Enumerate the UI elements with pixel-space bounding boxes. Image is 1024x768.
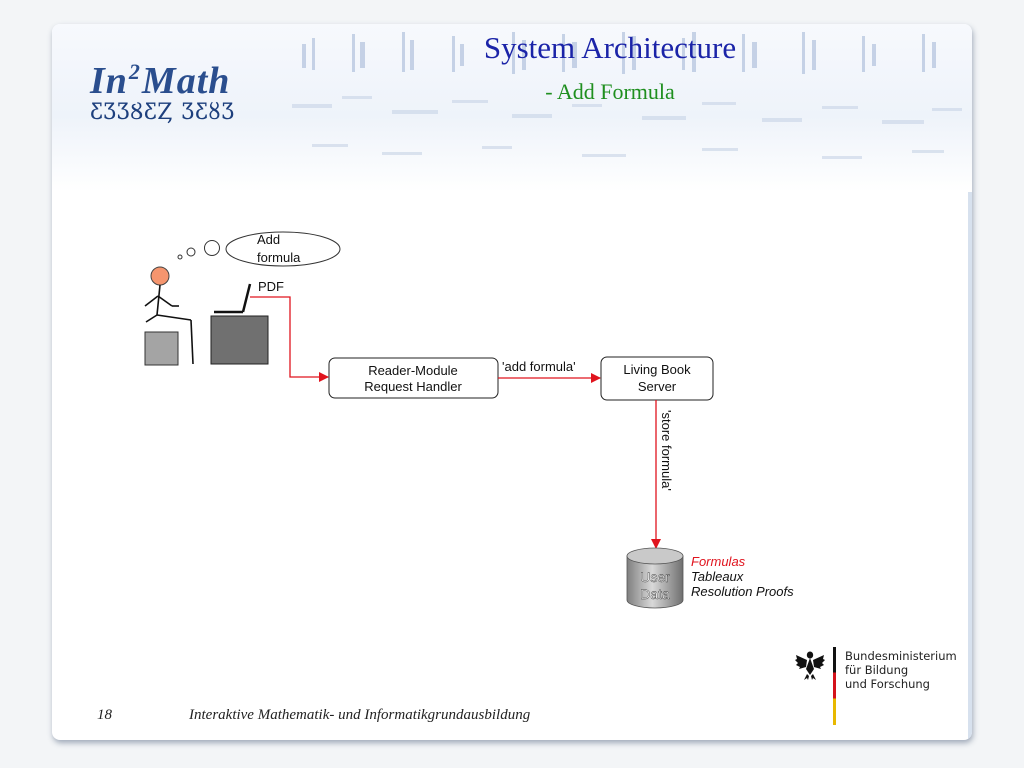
pdf-label: PDF: [258, 279, 284, 294]
bmbf-sponsor-logo: Bundesministerium für Bildung und Forsch…: [795, 645, 965, 727]
server-line1: Living Book: [623, 362, 691, 377]
reader-module-box: Reader-Module Request Handler: [328, 357, 499, 399]
thought-dot-small: [177, 254, 183, 260]
person-head: [150, 266, 170, 286]
flag-color-bar: [833, 647, 836, 725]
living-book-server-box: Living Book Server: [600, 356, 714, 401]
thought-text-line1: Add: [257, 232, 280, 247]
thought-dot-large: [204, 240, 220, 256]
database-label-line2: Data: [640, 586, 670, 602]
in2math-logo: In2Math ƸƷƷȢƸȤ ƷƸȣƷ: [90, 52, 235, 125]
server-line2: Server: [638, 379, 677, 394]
bmbf-line-1: Bundesministerium: [845, 649, 957, 663]
reader-module-line1: Reader-Module: [368, 363, 458, 378]
thought-ellipse: [225, 231, 341, 267]
footer-text: Interaktive Mathematik- und Informatikgr…: [189, 707, 531, 723]
thought-dot-medium: [186, 247, 196, 257]
page-number: 18: [97, 707, 112, 723]
thought-bubble: Add formula: [177, 231, 341, 267]
bmbf-line-2: für Bildung: [845, 663, 909, 677]
logo-title: In2Math: [90, 52, 235, 101]
slide-subtitle: - Add Formula: [545, 79, 675, 104]
data-item-formulas: Formulas: [691, 554, 746, 569]
banner-texture: [292, 32, 962, 159]
side-shade: [968, 192, 972, 740]
federal-eagle-icon: [795, 651, 825, 680]
bmbf-line-3: und Forschung: [845, 677, 930, 691]
database-label-line1: User: [640, 569, 670, 585]
computer-desk: [210, 315, 269, 365]
pdf-arrow: [250, 296, 329, 382]
logo-superscript: 2: [128, 59, 141, 84]
bmbf-text: Bundesministerium für Bildung und Forsch…: [845, 649, 957, 691]
thought-text-line2: formula: [257, 250, 301, 265]
add-formula-label: 'add formula': [502, 359, 576, 374]
slide: [52, 24, 972, 740]
computer-icon: [210, 283, 269, 365]
user-person-icon: [144, 266, 194, 365]
logo-glyph-row: ƸƷƷȢƸȤ ƷƸȣƷ: [90, 100, 235, 125]
data-item-resolution-proofs: Resolution Proofs: [691, 584, 794, 599]
slide-title: System Architecture: [483, 30, 737, 65]
user-data-database-icon: User Data: [626, 547, 684, 609]
store-formula-label: 'store formula': [659, 410, 674, 491]
logo-suffix: Math: [141, 60, 231, 102]
data-item-tableaux: Tableaux: [691, 569, 744, 584]
logo-prefix: In: [90, 60, 128, 102]
reader-module-line2: Request Handler: [364, 379, 462, 394]
chair-seat: [144, 331, 179, 366]
